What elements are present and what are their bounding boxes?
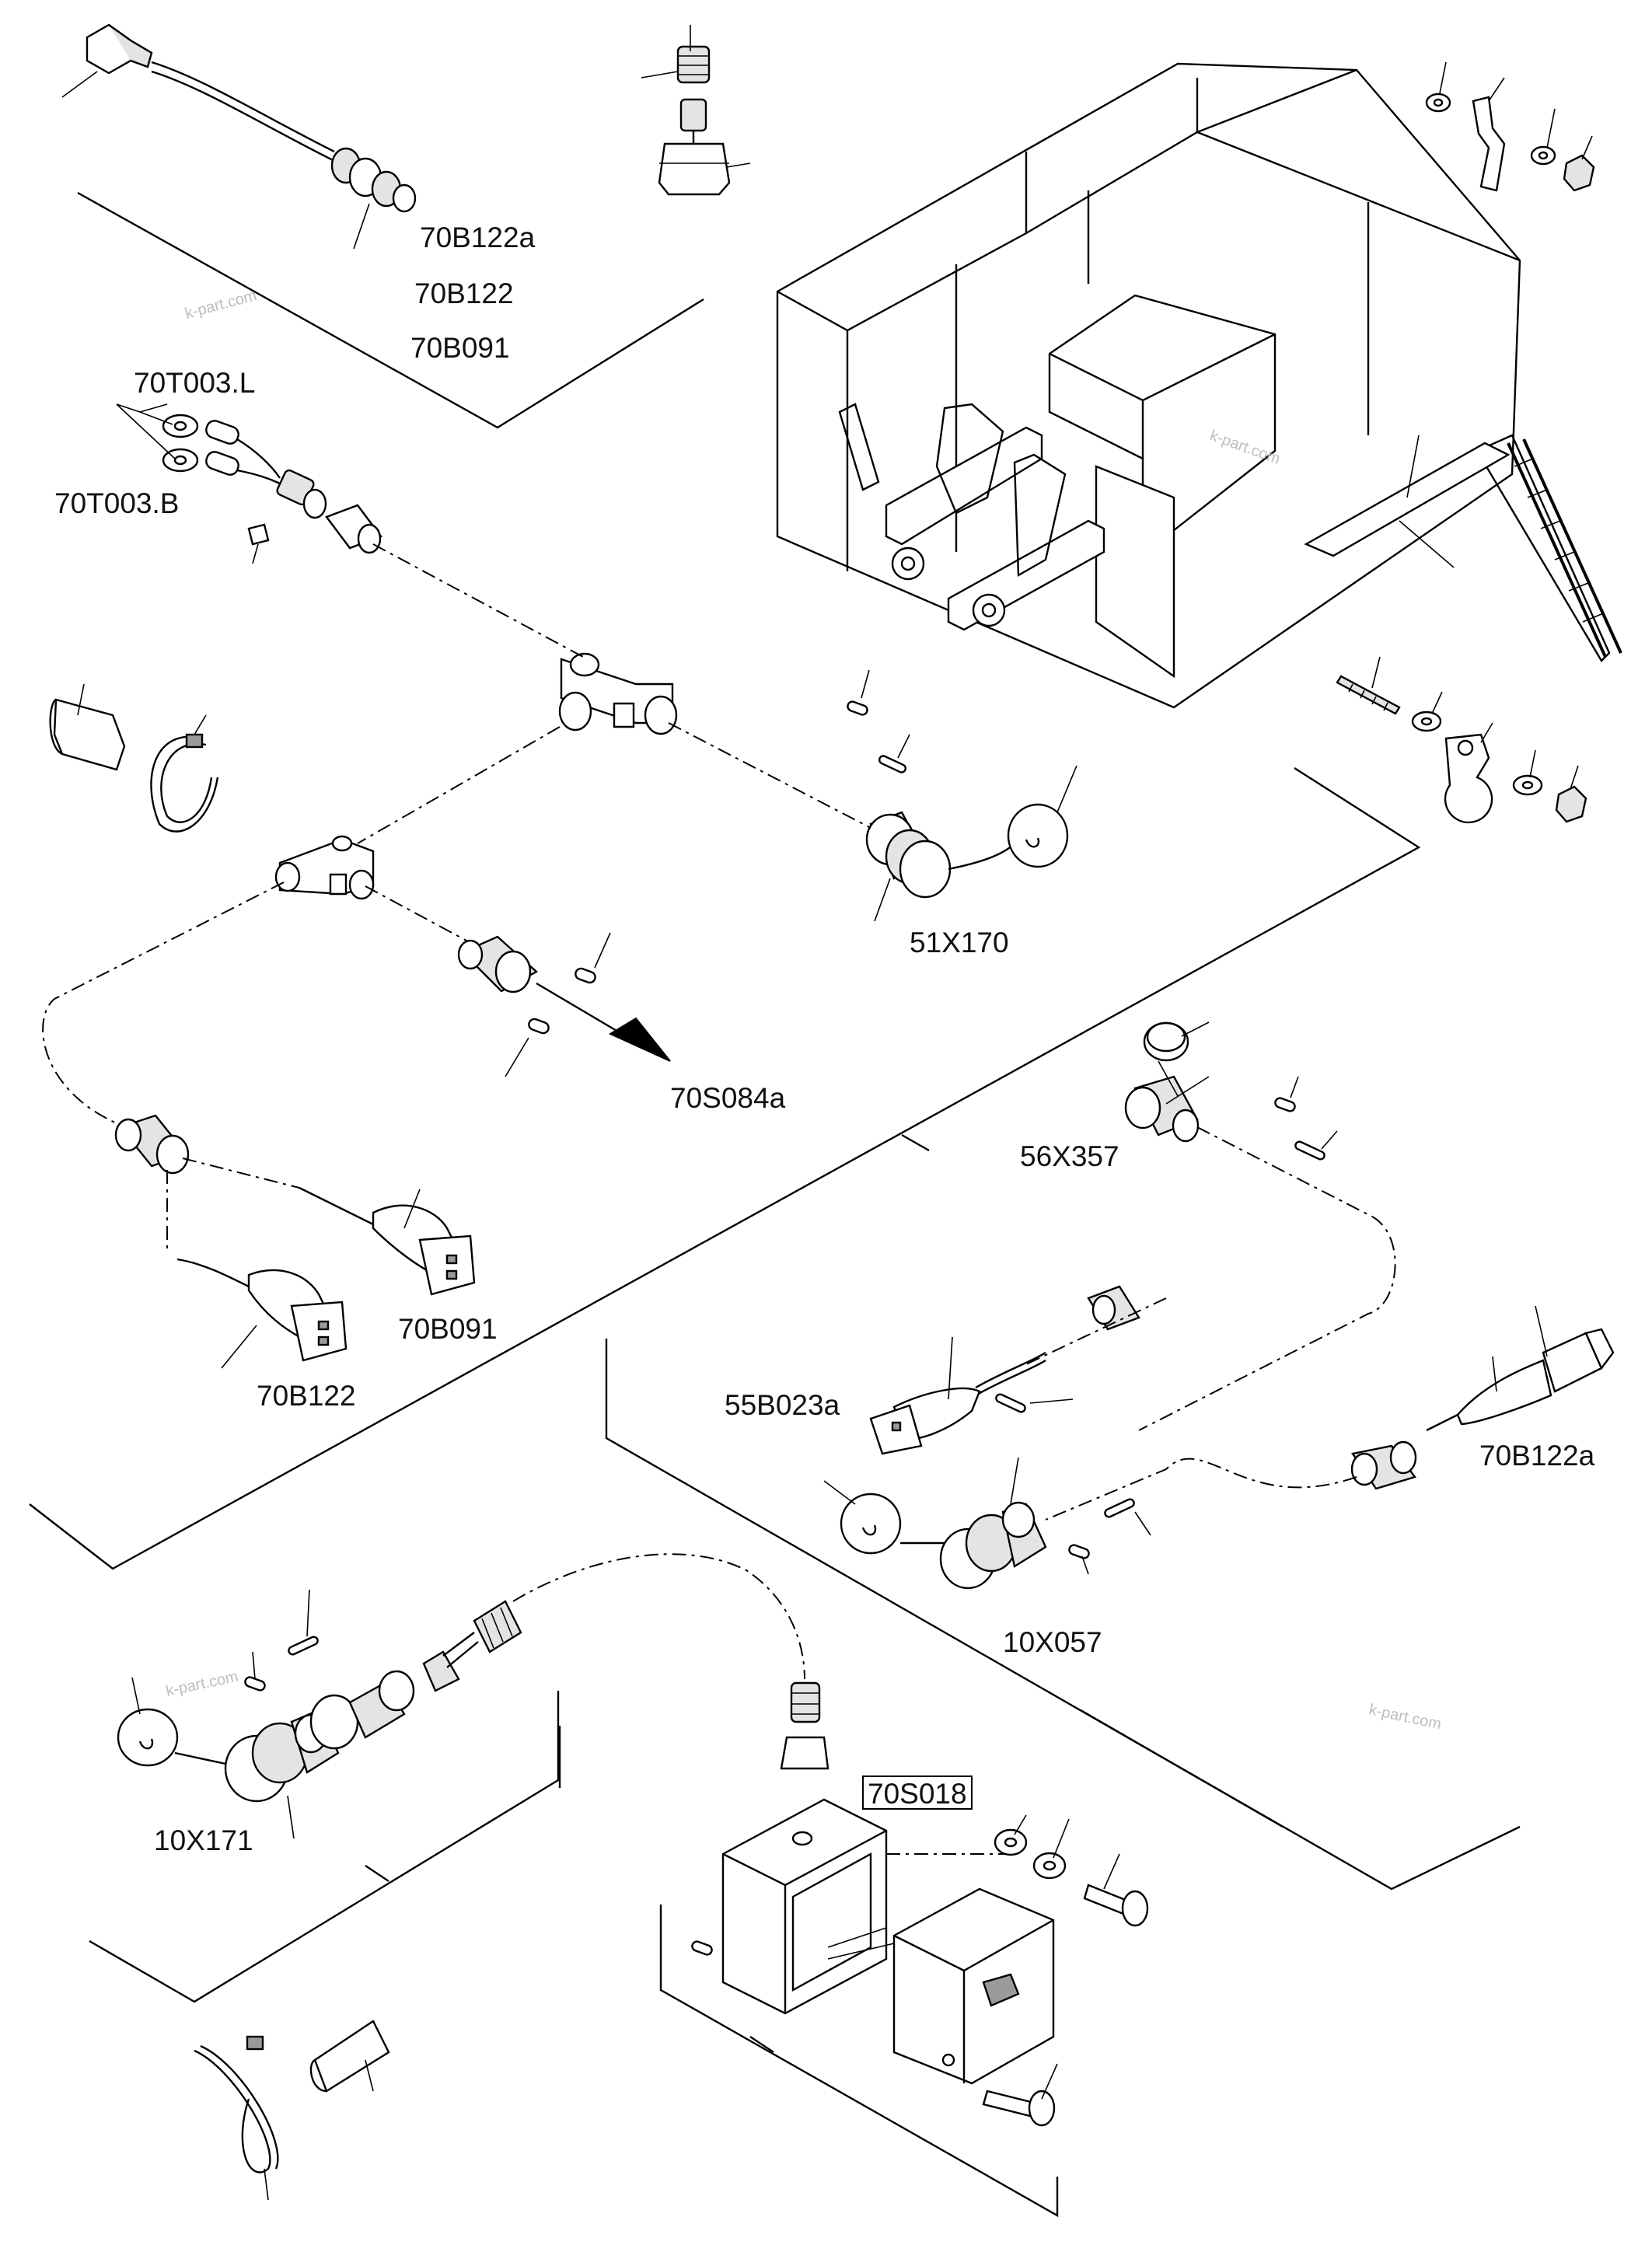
cable-70T003 <box>116 403 382 564</box>
label-51X170: 51X170 <box>910 927 1009 958</box>
tee-connector-upper <box>558 652 678 735</box>
label-70B091-mid: 70B091 <box>398 1313 498 1345</box>
label-10X171: 10X171 <box>154 1824 253 1856</box>
label-70S018-box <box>862 1775 973 1810</box>
watermark: k-part.com <box>1367 1701 1443 1733</box>
label-70T003B: 70T003.B <box>54 487 179 519</box>
part-labels: 70B122a 70B122 70B091 70T003.L 70T003.B … <box>54 222 1595 1856</box>
label-70S084a: 70S084a <box>670 1082 786 1114</box>
top-right-bracket-hardware <box>1425 61 1595 192</box>
hose-and-cable-tie-bottom <box>194 2020 390 2201</box>
top-grommet-assembly <box>641 25 751 196</box>
connector-10X171 <box>117 1600 522 1839</box>
connector-10X057 <box>823 1457 1047 1590</box>
sensor-55B023a <box>869 1285 1140 1455</box>
label-55B023a: 55B023a <box>725 1389 840 1421</box>
sensor-cable-70B122a <box>61 23 417 250</box>
label-70B122a-top: 70B122a <box>420 222 536 253</box>
switch-box-fasteners <box>982 1814 1149 2127</box>
switch-box-70S018 <box>721 1681 1055 2085</box>
label-10X057: 10X057 <box>1003 1626 1102 1658</box>
label-70B091-top: 70B091 <box>410 332 510 364</box>
fitting-70S084a <box>457 935 671 1062</box>
connection-routes <box>42 543 1396 1855</box>
label-70B122-top: 70B122 <box>414 278 514 309</box>
group-frames <box>29 191 1521 2218</box>
tee-connector-lower <box>274 835 375 900</box>
label-70T003L: 70T003.L <box>134 367 255 399</box>
connector-51X170 <box>865 765 1077 922</box>
clamp-bolt-assembly <box>1336 656 1587 824</box>
label-56X357: 56X357 <box>1020 1140 1119 1172</box>
connector-56X357 <box>1124 1021 1210 1143</box>
sensor-70B122a-right <box>1350 1305 1615 1490</box>
machine-hopper-body <box>776 62 1622 709</box>
label-70S018: 70S018 <box>868 1778 967 1810</box>
hose-and-cable-tie-left <box>49 683 219 833</box>
pins-and-contacts <box>244 669 1338 1956</box>
label-70B122-mid: 70B122 <box>257 1380 356 1412</box>
sensor-connectors-70B091-70B122 <box>114 1114 476 1369</box>
label-70B122a-right: 70B122a <box>1479 1440 1595 1472</box>
watermark: k-part.com <box>164 1668 239 1700</box>
watermark: k-part.com <box>183 287 259 323</box>
